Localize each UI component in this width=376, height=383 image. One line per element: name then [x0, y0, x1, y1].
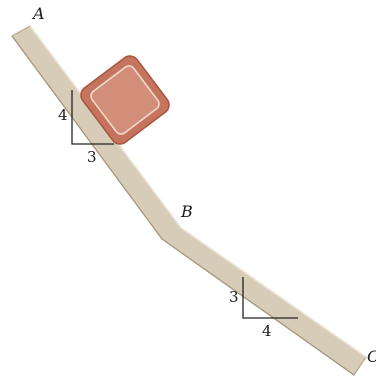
- slope-triangle-2-legs: [242, 277, 298, 319]
- slope-1-rise-label: 4: [58, 106, 68, 124]
- track-body: [11, 25, 367, 376]
- block-inner: [90, 65, 160, 135]
- point-label-b: B: [180, 202, 193, 221]
- slope-triangle-1-legs: [71, 90, 114, 145]
- slope-2-rise-label: 3: [229, 288, 239, 306]
- slope-2-run-label: 4: [262, 322, 272, 340]
- incline-track: [11, 25, 367, 376]
- track-top-edge: [29, 25, 367, 358]
- slope-1-run-label: 3: [87, 148, 97, 166]
- block-icon: [80, 55, 170, 145]
- slope-triangle-1: 4 3: [58, 90, 114, 166]
- slope-triangle-2: 3 4: [229, 277, 298, 340]
- track-bottom-edge: [11, 35, 355, 376]
- point-label-a: A: [31, 4, 45, 23]
- point-label-c: C: [367, 347, 376, 366]
